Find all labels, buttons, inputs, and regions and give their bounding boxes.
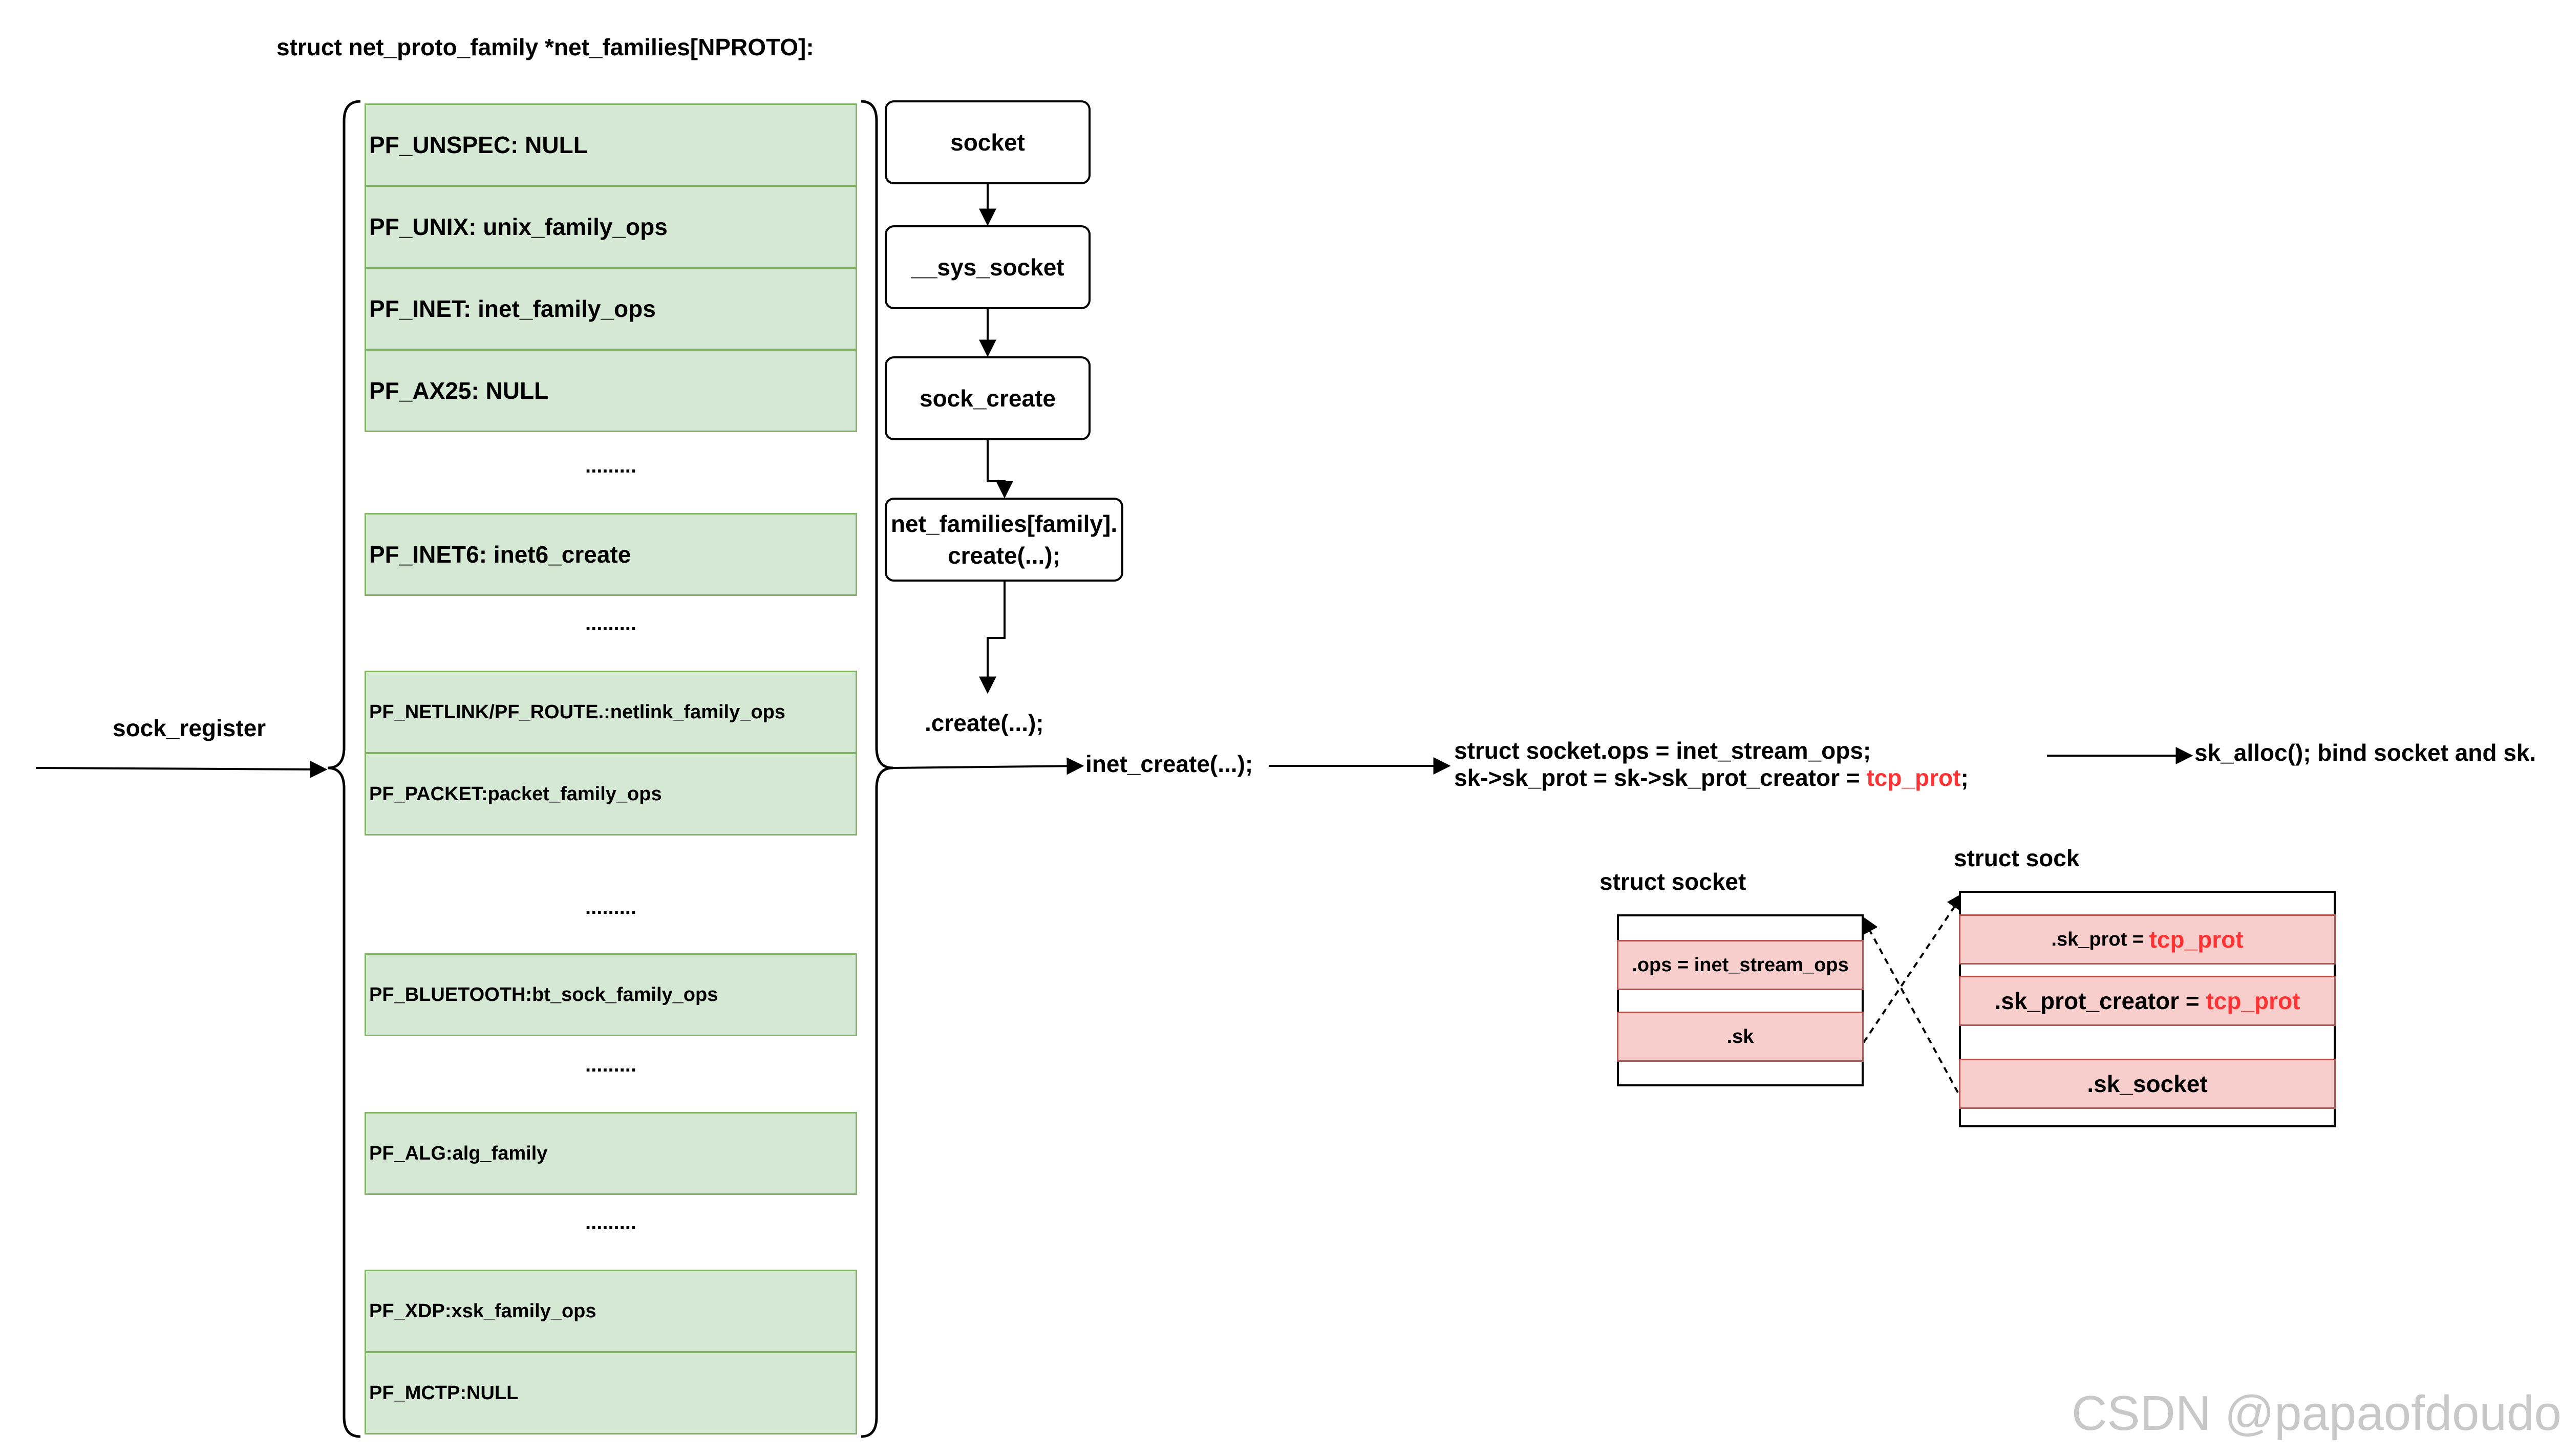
- arrow-families-to-call: [979, 582, 1006, 694]
- flow-sock-create-label: sock_create: [920, 384, 1056, 412]
- struct-socket-sk-row: .sk: [1617, 1012, 1864, 1062]
- family-row-label: PF_NETLINK/PF_ROUTE.:netlink_family_ops: [369, 701, 785, 723]
- array-title: struct net_proto_family *net_families[NP…: [276, 34, 814, 60]
- struct-sock-prot-val: tcp_prot: [2149, 926, 2244, 953]
- family-row-label: PF_XDP:xsk_family_ops: [369, 1300, 596, 1322]
- family-row-label: PF_AX25: NULL: [369, 377, 549, 404]
- family-row: PF_ALG:alg_family: [365, 1112, 857, 1195]
- family-row: PF_UNSPEC: NULL: [365, 103, 857, 186]
- struct-sock-socket: .sk_socket: [2087, 1070, 2208, 1097]
- family-row-label: PF_INET: inet_family_ops: [369, 295, 656, 322]
- struct-sock-title: struct sock: [1954, 845, 2080, 871]
- flow-box-sock-create: sock_create: [885, 356, 1091, 440]
- family-row: PF_NETLINK/PF_ROUTE.:netlink_family_ops: [365, 671, 857, 754]
- struct-sock-prot-creator-key: .sk_prot_creator =: [1994, 988, 2200, 1014]
- struct-sock-prot-key: .sk_prot =: [2051, 928, 2144, 950]
- inet-create-label: inet_create(...);: [1085, 751, 1253, 777]
- sock-register-label: sock_register: [113, 715, 266, 741]
- ellipsis: .........: [585, 896, 637, 918]
- family-row: PF_BLUETOOTH:bt_sock_family_ops: [365, 953, 857, 1036]
- ellipsis: .........: [585, 455, 637, 477]
- family-row-label: PF_MCTP:NULL: [369, 1382, 519, 1404]
- family-row: PF_INET6: inet6_create: [365, 513, 857, 596]
- ellipsis: .........: [585, 612, 637, 635]
- flow-sys-socket-label: __sys_socket: [911, 253, 1064, 281]
- link-sksocket-to-socket: [1862, 916, 1959, 1093]
- flow-net-families-line2: create(...);: [948, 542, 1060, 569]
- arrow-bracket-to-inet: [892, 757, 1084, 775]
- flow-box-net-families: net_families[family]. create(...);: [885, 498, 1123, 582]
- ops-line-2-prefix: sk->sk_prot = sk->sk_prot_creator =: [1454, 764, 1867, 791]
- sock-register-arrow: [35, 760, 328, 778]
- ops-line-2-value: tcp_prot: [1866, 764, 1961, 791]
- flow-socket-label: socket: [950, 129, 1025, 156]
- left-bracket: [327, 100, 361, 1438]
- struct-socket-ops: .ops = inet_stream_ops: [1632, 954, 1849, 976]
- family-row-label: PF_PACKET:packet_family_ops: [369, 783, 662, 805]
- sk-alloc-label: sk_alloc(); bind socket and sk.: [2194, 739, 2536, 766]
- flow-net-families-line1: net_families[family].: [890, 510, 1118, 537]
- family-row-label: PF_ALG:alg_family: [369, 1142, 548, 1164]
- struct-socket-ops-row: .ops = inet_stream_ops: [1617, 940, 1864, 990]
- struct-sock-prot-creator-val: tcp_prot: [2206, 988, 2300, 1014]
- struct-sock-socket-row: .sk_socket: [1959, 1059, 2336, 1109]
- ops-line-1: struct socket.ops = inet_stream_ops;: [1454, 737, 1871, 764]
- flow-box-socket: socket: [885, 100, 1091, 184]
- ops-assignment: struct socket.ops = inet_stream_ops; sk-…: [1454, 737, 1969, 791]
- family-row: PF_PACKET:packet_family_ops: [365, 753, 857, 836]
- family-row-label: PF_BLUETOOTH:bt_sock_family_ops: [369, 983, 718, 1005]
- watermark: CSDN @papaofdoudou: [2072, 1386, 2560, 1441]
- struct-sock-prot-creator-row: .sk_prot_creator = tcp_prot: [1959, 976, 2336, 1026]
- struct-socket-sk: .sk: [1726, 1025, 1754, 1047]
- family-row: PF_AX25: NULL: [365, 349, 857, 432]
- ops-line-2: sk->sk_prot = sk->sk_prot_creator = tcp_…: [1454, 764, 1969, 791]
- flow-box-sys-socket: __sys_socket: [885, 225, 1091, 309]
- family-row: PF_MCTP:NULL: [365, 1352, 857, 1434]
- family-row: PF_UNIX: unix_family_ops: [365, 185, 857, 268]
- struct-sock-prot-row: .sk_prot = tcp_prot: [1959, 914, 2336, 965]
- ellipsis: .........: [585, 1211, 637, 1234]
- ellipsis: .........: [585, 1054, 637, 1076]
- family-row: PF_INET: inet_family_ops: [365, 267, 857, 350]
- family-row: PF_XDP:xsk_family_ops: [365, 1270, 857, 1353]
- struct-socket-title: struct socket: [1599, 868, 1746, 895]
- create-call-label: .create(...);: [925, 710, 1044, 736]
- family-row-label: PF_INET6: inet6_create: [369, 541, 631, 568]
- arrow-create-to-families: [987, 440, 1013, 499]
- family-row-label: PF_UNIX: unix_family_ops: [369, 213, 668, 240]
- link-sk-to-sock: [1863, 892, 1964, 1043]
- family-row-label: PF_UNSPEC: NULL: [369, 132, 588, 158]
- ops-line-2-suffix: ;: [1960, 764, 1969, 791]
